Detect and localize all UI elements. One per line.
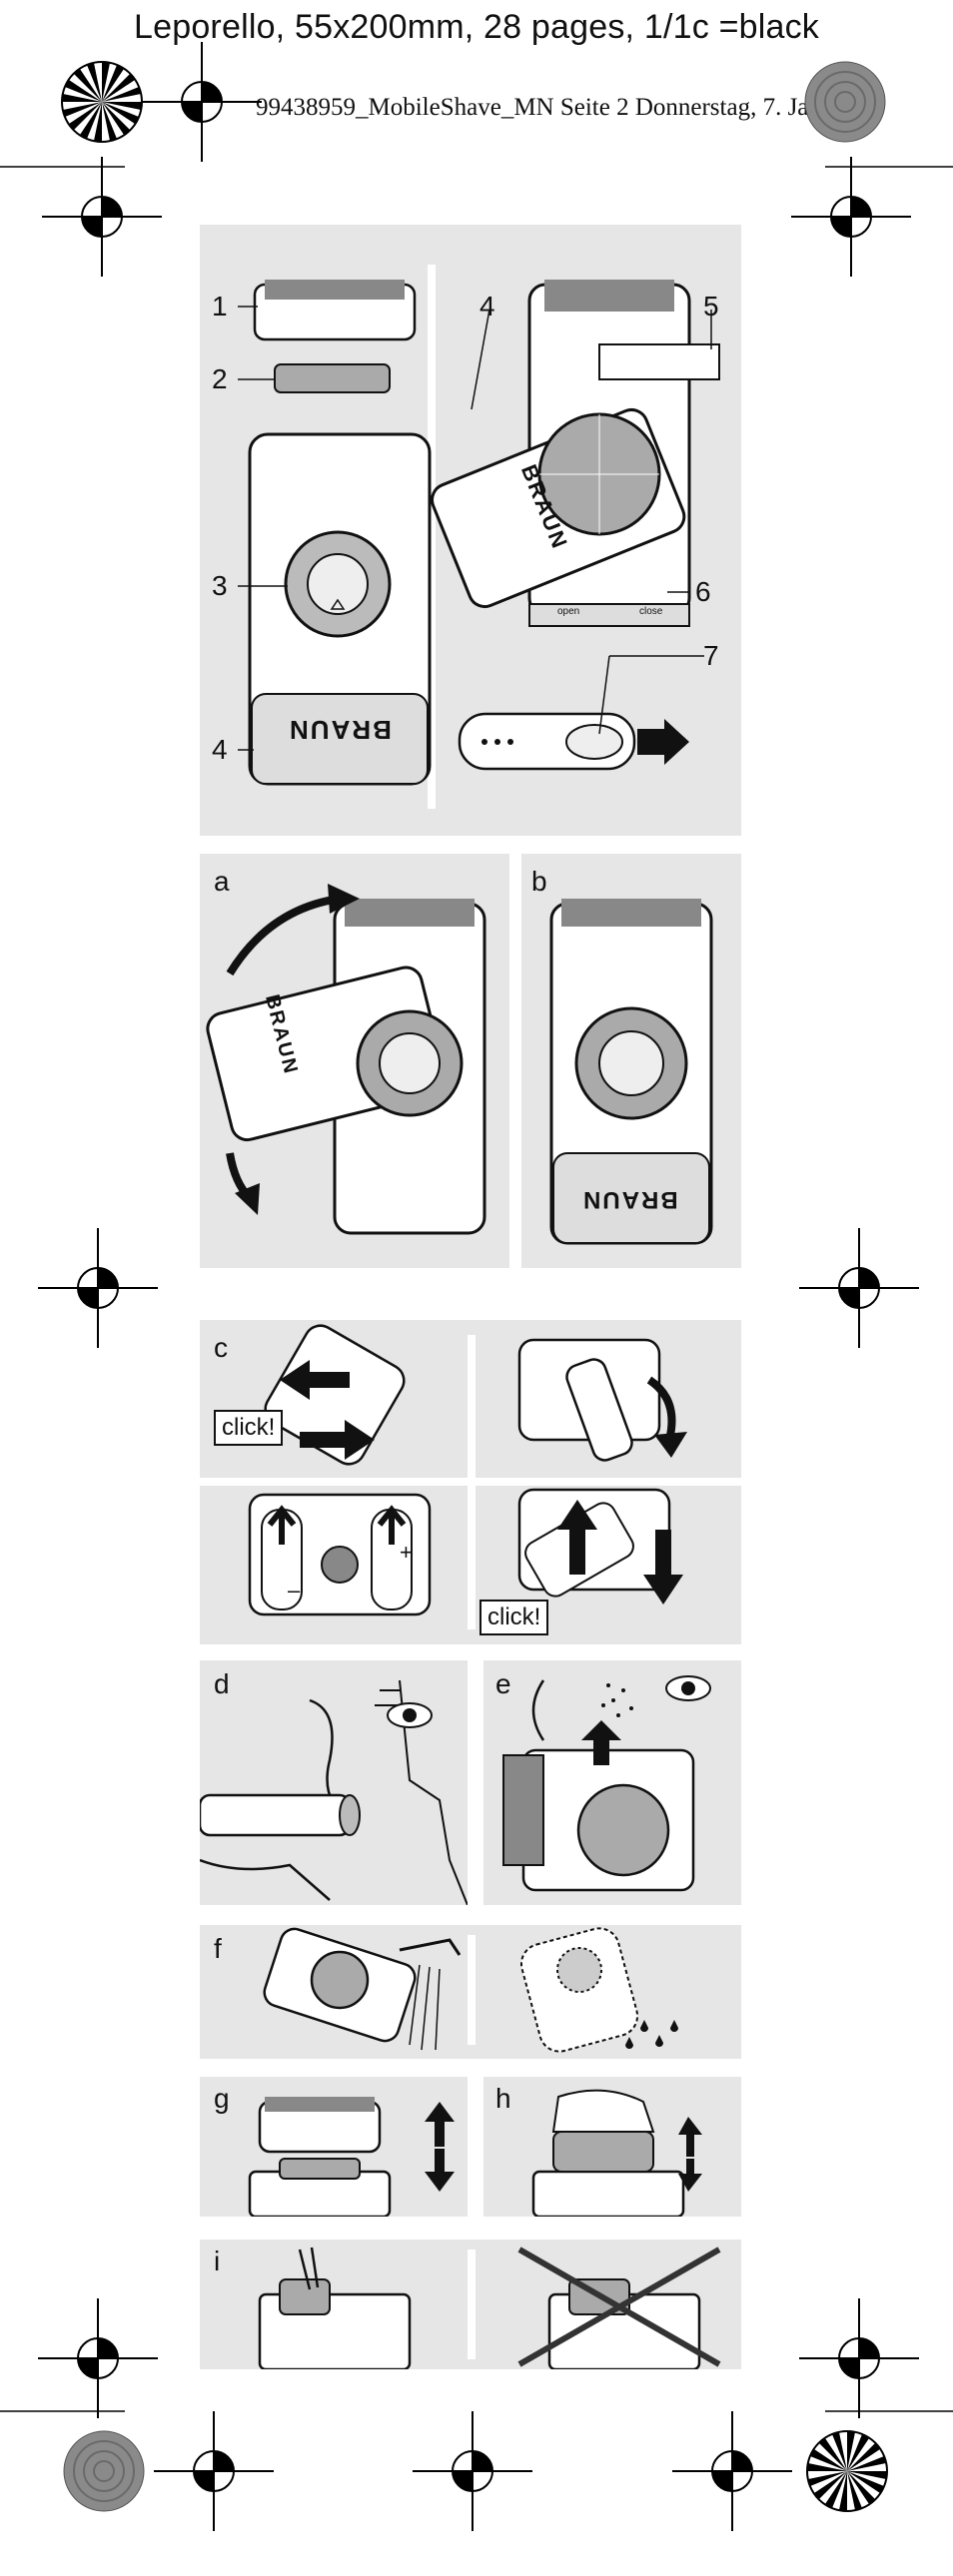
panel-i: i: [200, 2240, 741, 2369]
panel-d-illustration: [200, 1679, 468, 1905]
panel-h-label: h: [495, 2083, 511, 2114]
panel-h-illustration: [531, 2089, 702, 2217]
figure-parts-overview: 1 2 3 4 4 5 6 7 BRAUN BRAUN open close: [200, 225, 741, 836]
header-file-info: 99438959_MobileShave_MN Seite 2 Donnerst…: [256, 94, 872, 121]
callout-5: 5: [703, 291, 719, 322]
panel-c-illustration: [200, 1324, 741, 1629]
panel-c-label: c: [214, 1332, 228, 1363]
panel-e-illustration: [502, 1675, 711, 1892]
parts-illustration: [238, 265, 720, 809]
panel-a-label: a: [214, 866, 230, 897]
callout-4-right: 4: [479, 291, 495, 322]
panel-f: f: [200, 1925, 741, 2059]
callout-6: 6: [695, 576, 711, 607]
panel-g-label: g: [214, 2083, 230, 2114]
header-title: Leporello, 55x200mm, 28 pages, 1/1c =bla…: [134, 8, 819, 46]
panel-b: b BRAUN: [521, 854, 741, 1268]
callout-7: 7: [703, 640, 719, 671]
callout-1: 1: [212, 291, 228, 322]
panel-c: c click! click! – +: [200, 1320, 741, 1644]
panel-g: g: [200, 2077, 468, 2217]
panel-i-illustration: [258, 2247, 721, 2369]
battery-minus: –: [288, 1578, 301, 1603]
panel-a-illustration: [206, 884, 486, 1235]
callout-3: 3: [212, 570, 228, 601]
battery-plus: +: [400, 1540, 413, 1565]
panel-i-label: i: [214, 2246, 221, 2276]
panel-b-illustration: [549, 899, 713, 1245]
panel-f-illustration: [263, 1927, 678, 2053]
brand-logo-left: BRAUN: [288, 715, 392, 745]
panel-d: d: [200, 1660, 468, 1905]
open-label: open: [557, 606, 580, 617]
panel-e-label: e: [495, 1668, 511, 1699]
panel-b-label: b: [531, 866, 547, 897]
callout-2: 2: [212, 363, 228, 394]
click-burst-1: click!: [214, 1410, 284, 1446]
panel-a: a BRAUN: [200, 854, 509, 1268]
panel-g-illustration: [248, 2097, 455, 2217]
close-label: close: [639, 606, 663, 617]
callout-4-left: 4: [212, 734, 228, 765]
panel-d-label: d: [214, 1668, 230, 1699]
panel-h: h: [483, 2077, 741, 2217]
panel-f-label: f: [214, 1933, 222, 1964]
panel-e: e: [483, 1660, 741, 1905]
panel-b-brand: BRAUN: [581, 1186, 678, 1213]
click-burst-2: click!: [479, 1600, 549, 1635]
